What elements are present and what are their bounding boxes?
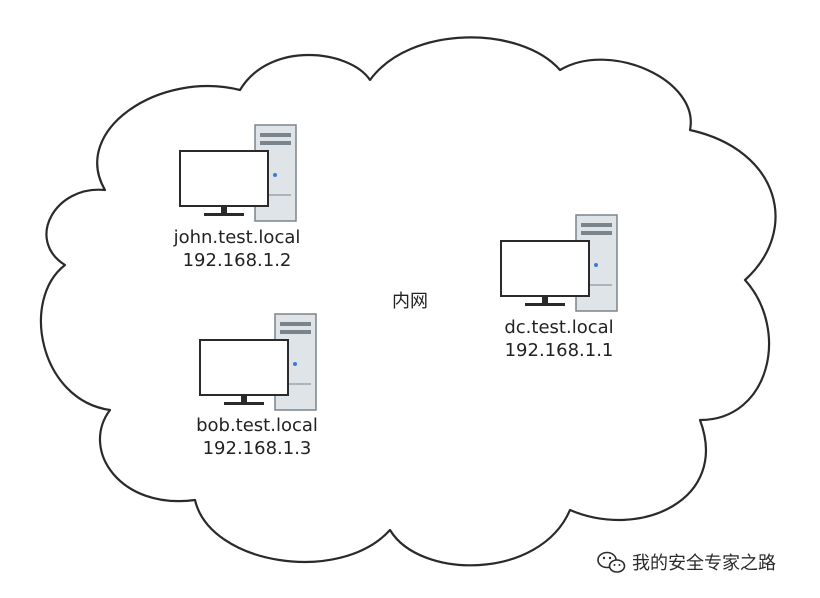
- host-hostname: dc.test.local: [504, 317, 613, 338]
- wechat-icon: [597, 551, 626, 573]
- watermark: 我的安全专家之路: [597, 551, 776, 574]
- computer-icon: [500, 214, 618, 312]
- host-dc: [500, 214, 618, 312]
- watermark-text: 我的安全专家之路: [632, 553, 776, 574]
- host-john: [179, 124, 297, 222]
- network-label: 内网: [392, 291, 428, 312]
- computer-icon: [179, 124, 297, 222]
- host-ip: 192.168.1.1: [505, 340, 614, 361]
- host-ip: 192.168.1.2: [183, 250, 292, 271]
- host-hostname: john.test.local: [173, 227, 301, 248]
- host-ip: 192.168.1.3: [203, 438, 312, 459]
- host-bob: [199, 313, 317, 411]
- computer-icon: [199, 313, 317, 411]
- host-hostname: bob.test.local: [196, 415, 318, 436]
